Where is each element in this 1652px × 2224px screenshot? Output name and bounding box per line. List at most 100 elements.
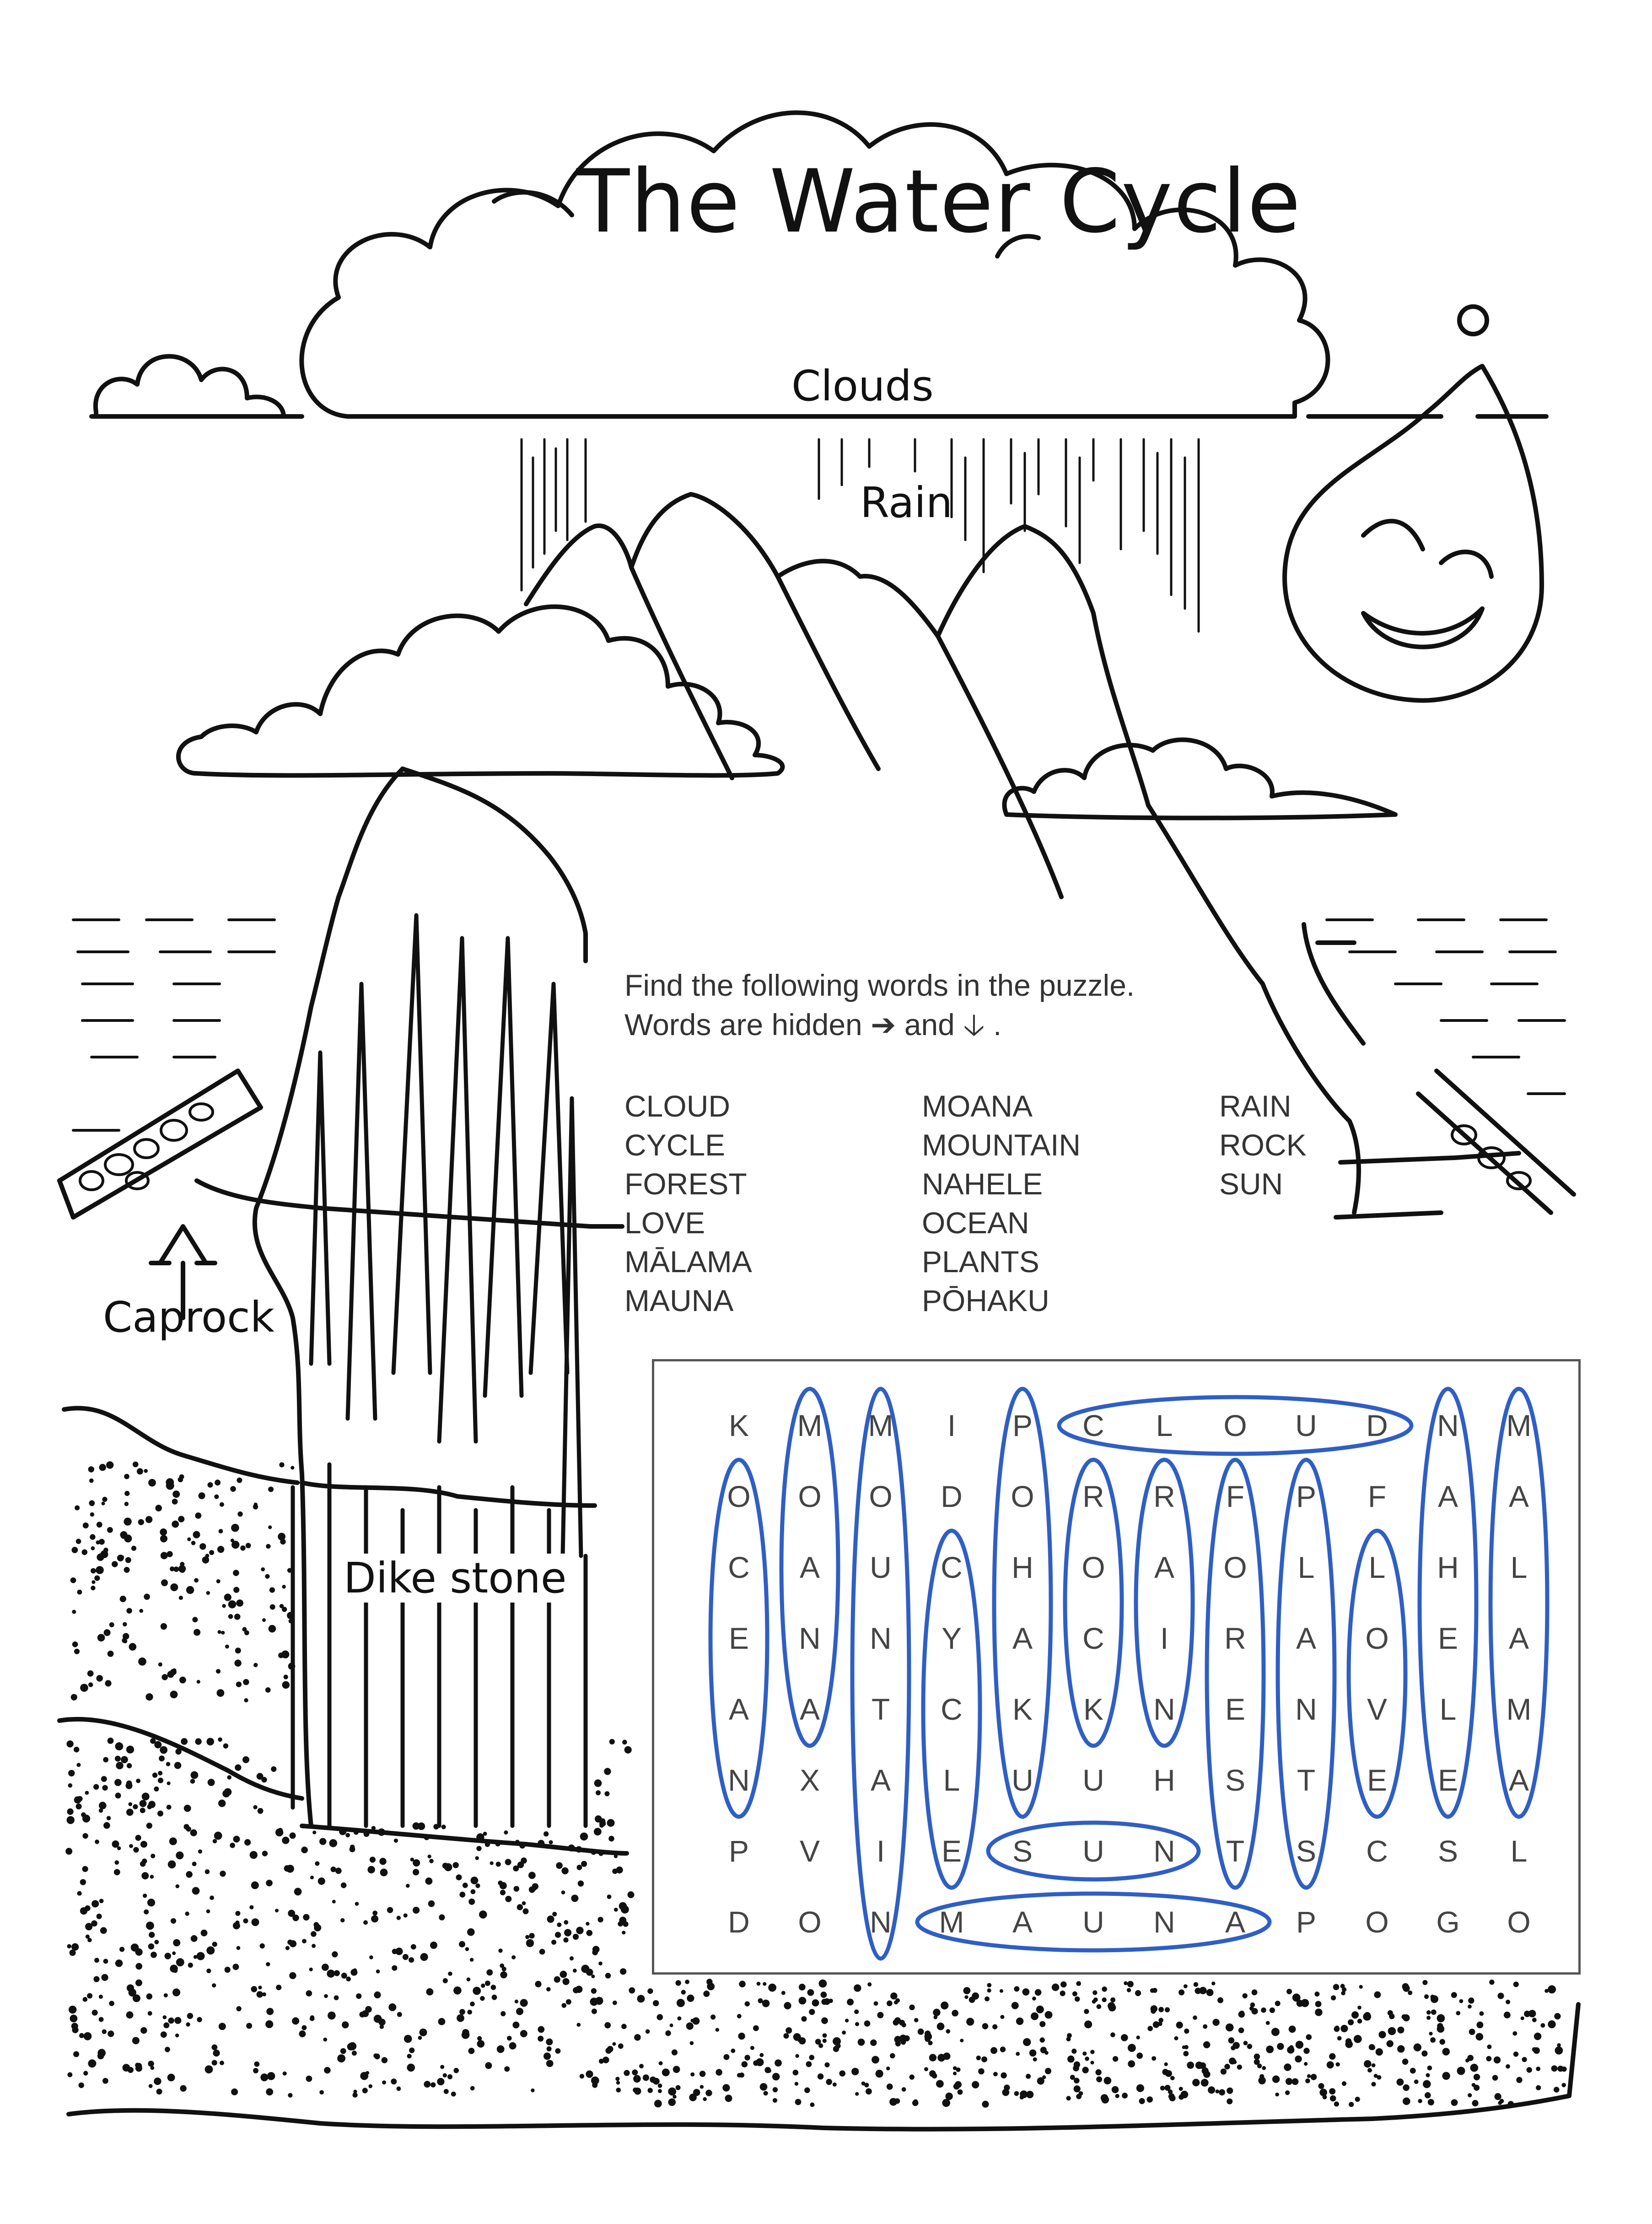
grid-letter[interactable]: P bbox=[728, 1834, 749, 1868]
grid-letter[interactable]: A bbox=[799, 1692, 820, 1726]
grid-letter[interactable]: N bbox=[1153, 1692, 1175, 1726]
grid-letter[interactable]: A bbox=[1154, 1550, 1175, 1584]
grid-letter[interactable]: M bbox=[868, 1409, 893, 1442]
grid-letter[interactable]: U bbox=[1082, 1834, 1104, 1868]
grid-letter[interactable]: P bbox=[1296, 1479, 1317, 1513]
grid-letter[interactable]: F bbox=[1226, 1479, 1245, 1513]
grid-letter[interactable]: P bbox=[1012, 1409, 1033, 1442]
grid-letter[interactable]: U bbox=[1295, 1409, 1317, 1442]
grid-letter[interactable]: H bbox=[1012, 1550, 1033, 1584]
grid-letter[interactable]: O bbox=[1365, 1621, 1389, 1655]
grid-letter[interactable]: O bbox=[1011, 1479, 1034, 1513]
grid-letter[interactable]: L bbox=[1510, 1834, 1528, 1868]
grid-letter[interactable]: P bbox=[1296, 1905, 1317, 1939]
grid-letter[interactable]: A bbox=[1508, 1621, 1529, 1655]
grid-letter[interactable]: O bbox=[1365, 1905, 1389, 1939]
grid-letter[interactable]: R bbox=[1224, 1621, 1246, 1655]
grid-letter[interactable]: L bbox=[1439, 1692, 1457, 1726]
grid-letter[interactable]: N bbox=[1437, 1409, 1459, 1442]
grid-letter[interactable]: A bbox=[1012, 1905, 1033, 1939]
grid-letter[interactable]: I bbox=[947, 1409, 956, 1442]
grid-letter[interactable]: O bbox=[1507, 1905, 1531, 1939]
grid-letter[interactable]: L bbox=[1297, 1550, 1315, 1584]
grid-letter[interactable]: E bbox=[1225, 1692, 1246, 1726]
grid-letter[interactable]: D bbox=[1366, 1409, 1388, 1442]
grid-letter[interactable]: C bbox=[1082, 1621, 1104, 1655]
grid-letter[interactable]: C bbox=[941, 1692, 963, 1726]
grid-letter[interactable]: E bbox=[1367, 1763, 1388, 1797]
grid-letter[interactable]: R bbox=[1082, 1479, 1104, 1513]
grid-letter[interactable]: T bbox=[1226, 1834, 1245, 1868]
grid-letter[interactable]: O bbox=[1223, 1409, 1247, 1442]
grid-letter[interactable]: N bbox=[728, 1763, 750, 1797]
grid-letter[interactable]: V bbox=[1367, 1692, 1388, 1726]
grid-letter[interactable]: L bbox=[1368, 1550, 1386, 1584]
grid-letter[interactable]: K bbox=[1083, 1692, 1104, 1726]
grid-letter[interactable]: L bbox=[943, 1763, 960, 1797]
grid-letter[interactable]: V bbox=[799, 1834, 820, 1868]
grid-letter[interactable]: A bbox=[1508, 1763, 1529, 1797]
grid-letter[interactable]: H bbox=[1437, 1550, 1459, 1584]
word-search-grid: K M M I P C L O U D N M O O O D O R R F P F A A C A U C H O A O L L H L E N N Y… bbox=[652, 1359, 1581, 1975]
grid-letter[interactable]: X bbox=[799, 1763, 820, 1797]
grid-letter[interactable]: C bbox=[941, 1550, 963, 1584]
grid-letter[interactable]: G bbox=[1436, 1905, 1460, 1939]
grid-letter[interactable]: U bbox=[870, 1550, 892, 1584]
grid-letter[interactable]: K bbox=[1012, 1692, 1033, 1726]
grid-letter[interactable]: F bbox=[1367, 1479, 1387, 1513]
grid-letter[interactable]: H bbox=[1153, 1763, 1175, 1797]
grid-letter[interactable]: A bbox=[1225, 1905, 1246, 1939]
grid-letter[interactable]: A bbox=[799, 1550, 820, 1584]
word-list-item: NAHELE bbox=[922, 1167, 1043, 1201]
grid-letter[interactable]: O bbox=[869, 1479, 893, 1513]
grid-letter[interactable]: E bbox=[941, 1834, 962, 1868]
grid-letter[interactable]: Y bbox=[941, 1621, 962, 1655]
grid-letter[interactable]: U bbox=[1082, 1905, 1104, 1939]
grid-letter[interactable]: A bbox=[1508, 1479, 1529, 1513]
grid-letter[interactable]: U bbox=[1082, 1763, 1104, 1797]
grid-letter[interactable]: O bbox=[727, 1479, 751, 1513]
grid-letter[interactable]: M bbox=[939, 1905, 964, 1939]
grid-letter[interactable]: S bbox=[1225, 1763, 1246, 1797]
grid-letter[interactable]: A bbox=[1012, 1621, 1033, 1655]
grid-letter[interactable]: L bbox=[1156, 1409, 1173, 1442]
grid-letter[interactable]: S bbox=[1012, 1834, 1033, 1868]
grid-letter[interactable]: I bbox=[1160, 1621, 1169, 1655]
grid-letter[interactable]: K bbox=[728, 1409, 749, 1442]
grid-letter[interactable]: C bbox=[1366, 1834, 1388, 1868]
grid-letter[interactable]: A bbox=[1296, 1621, 1317, 1655]
grid-letter[interactable]: A bbox=[728, 1692, 749, 1726]
grid-letter[interactable]: A bbox=[870, 1763, 891, 1797]
grid-letter[interactable]: E bbox=[1437, 1621, 1458, 1655]
grid-letter[interactable]: S bbox=[1296, 1834, 1317, 1868]
grid-letter[interactable]: D bbox=[941, 1479, 963, 1513]
grid-letter[interactable]: R bbox=[1153, 1479, 1175, 1513]
grid-letter[interactable]: E bbox=[728, 1621, 749, 1655]
grid-letter[interactable]: O bbox=[798, 1905, 822, 1939]
grid-letter[interactable]: O bbox=[1223, 1550, 1247, 1584]
grid-letter[interactable]: I bbox=[876, 1834, 885, 1868]
grid-letter[interactable]: O bbox=[798, 1479, 822, 1513]
grid-letter[interactable]: N bbox=[1153, 1905, 1175, 1939]
grid-letter[interactable]: S bbox=[1437, 1834, 1458, 1868]
grid-letter[interactable]: N bbox=[870, 1905, 892, 1939]
grid-letter[interactable]: M bbox=[797, 1409, 823, 1442]
grid-letter[interactable]: N bbox=[799, 1621, 821, 1655]
grid-letter[interactable]: T bbox=[871, 1692, 890, 1726]
grid-letter[interactable]: U bbox=[1012, 1763, 1033, 1797]
grid-letter[interactable]: A bbox=[1437, 1479, 1458, 1513]
grid-letter[interactable]: T bbox=[1297, 1763, 1316, 1797]
grid-letter[interactable]: N bbox=[870, 1621, 892, 1655]
grid-letter[interactable]: D bbox=[728, 1905, 750, 1939]
word-list-item: CLOUD bbox=[624, 1089, 731, 1123]
grid-letter[interactable]: L bbox=[1510, 1550, 1528, 1584]
grid-letter[interactable]: C bbox=[728, 1550, 750, 1584]
grid-letter[interactable]: M bbox=[1506, 1692, 1532, 1726]
grid-letter[interactable]: M bbox=[1506, 1409, 1532, 1442]
grid-letter[interactable]: O bbox=[1082, 1550, 1105, 1584]
grid-letter[interactable]: N bbox=[1295, 1692, 1317, 1726]
grid-letter[interactable]: N bbox=[1153, 1834, 1175, 1868]
grid-letter[interactable]: E bbox=[1437, 1763, 1458, 1797]
word-list-item: PŌHAKU bbox=[922, 1284, 1049, 1317]
grid-letter[interactable]: C bbox=[1082, 1409, 1104, 1442]
